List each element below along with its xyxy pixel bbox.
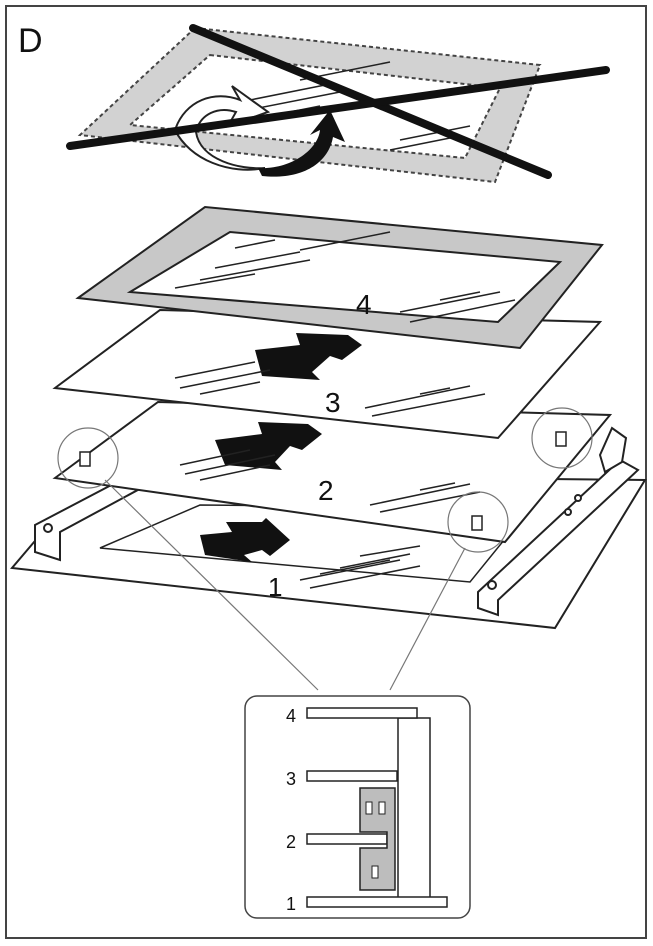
layer-2-sheet <box>52 400 613 544</box>
inset-label-4: 4 <box>286 706 296 726</box>
inset-glass-1 <box>306 896 448 908</box>
inset-glass-3 <box>306 770 398 782</box>
crossed-out-layer <box>66 24 610 184</box>
right-rail-hole-3 <box>564 508 572 516</box>
layer-2-reflections <box>179 449 481 513</box>
clip-callout-left <box>57 427 119 489</box>
figure-border <box>5 5 647 939</box>
layer-4-number: 4 <box>356 289 372 320</box>
inset-clip-slot-3 <box>371 865 379 879</box>
clip-right-top <box>555 431 567 447</box>
clip-callout-right-bottom <box>447 491 509 553</box>
inset-box <box>244 695 471 919</box>
inset-label-1: 1 <box>286 894 296 914</box>
left-rail-hole <box>43 523 53 533</box>
right-rail-hole-1 <box>487 580 497 590</box>
layer-3-number: 3 <box>325 387 341 418</box>
panel-letter: D <box>18 22 43 60</box>
layer-3-arrow-icon <box>255 333 362 380</box>
layer-4-reflections <box>174 231 516 323</box>
layer-3-reflections <box>174 361 486 417</box>
clip-detail-inset: 4 3 2 1 <box>244 695 471 919</box>
inset-glass-2 <box>306 833 388 845</box>
clip-left <box>79 451 91 467</box>
layer-1-number: 1 <box>268 572 282 602</box>
inset-label-3: 3 <box>286 769 296 789</box>
right-rail-hole-2 <box>574 494 582 502</box>
layer-4-frame: 4 <box>75 205 604 350</box>
clip-right-bottom <box>471 515 483 531</box>
layer-2-number: 2 <box>318 475 334 506</box>
inset-clip-slot-1 <box>365 801 373 815</box>
clip-callout-right-top <box>531 407 593 469</box>
inset-clip-slot-2 <box>378 801 386 815</box>
hinge <box>598 426 628 474</box>
layer-1-arrow-icon <box>200 518 290 562</box>
layer-1-reflections <box>299 545 421 589</box>
inset-glass-4 <box>306 707 418 719</box>
inset-leader-lines <box>104 479 466 691</box>
layer-4-frame-inner <box>126 230 563 324</box>
inset-label-2: 2 <box>286 832 296 852</box>
flip-arrow-solid-icon <box>258 110 345 177</box>
layer-2-arrow-icon <box>215 422 322 470</box>
layer-1-glass: 1 <box>200 518 421 602</box>
inset-support <box>397 717 431 899</box>
cross-out-line-2 <box>66 66 610 150</box>
layer-2-glass: 2 <box>52 400 613 553</box>
